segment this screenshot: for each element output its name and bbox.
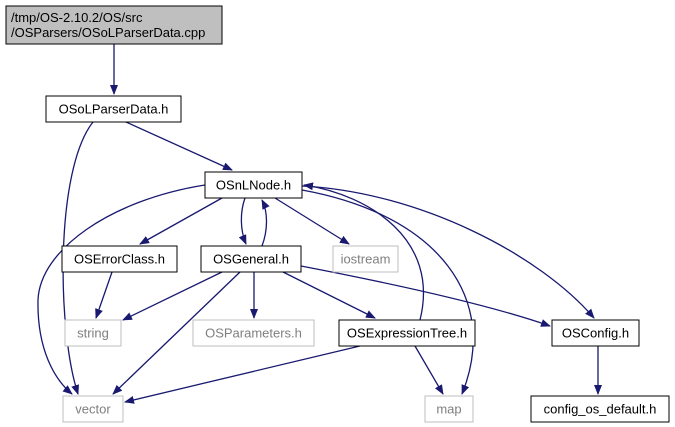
node-osnlnode_h[interactable]: OSnLNode.h xyxy=(204,171,303,199)
node-box xyxy=(200,245,302,273)
node-box xyxy=(192,319,315,347)
node-vector: vector xyxy=(62,395,124,423)
node-label: config_os_default.h xyxy=(544,402,657,417)
node-oserrorclass_h[interactable]: OSErrorClass.h xyxy=(61,245,178,273)
edge-osolparserdata_h-to-osnlnode_h xyxy=(125,121,233,171)
node-box xyxy=(45,95,182,123)
node-label: OSParameters.h xyxy=(205,326,302,341)
node-map: map xyxy=(424,395,474,423)
edges-layer xyxy=(37,44,602,404)
node-box xyxy=(61,245,178,273)
node-osgeneral_h[interactable]: OSGeneral.h xyxy=(200,245,302,273)
node-box xyxy=(551,319,640,347)
edge-osnlnode_h-to-osconfig_h xyxy=(301,185,595,319)
edge-osexpressiontree_h-to-vector xyxy=(124,345,361,404)
edge-osnlnode_h-to-oserrorclass_h xyxy=(139,197,223,245)
node-box xyxy=(204,171,303,199)
node-osparameters_h: OSParameters.h xyxy=(192,319,315,347)
node-label: OSGeneral.h xyxy=(213,252,289,267)
node-label: OSErrorClass.h xyxy=(74,252,165,267)
node-root[interactable]: /tmp/OS-2.10.2/OS/src/OSParsers/OSoLPars… xyxy=(5,5,223,45)
edge-osnlnode_h-to-vector xyxy=(37,184,206,395)
node-label: string xyxy=(77,326,109,341)
node-box xyxy=(5,5,223,45)
node-iostream: iostream xyxy=(332,245,399,273)
edge-osgeneral_h-to-osexpressiontree_h xyxy=(282,271,376,319)
edge-osexpressiontree_h-to-map xyxy=(414,345,444,395)
node-osolparserdata_h[interactable]: OSoLParserData.h xyxy=(45,95,182,123)
node-box xyxy=(530,395,670,423)
node-label: /tmp/OS-2.10.2/OS/src xyxy=(11,10,143,25)
node-label: map xyxy=(436,402,461,417)
edge-osgeneral_h-to-string xyxy=(122,271,223,321)
edge-osgeneral_h-to-vector xyxy=(112,271,241,395)
edge-osgeneral_h-to-osnlnode_h xyxy=(261,199,270,247)
node-box xyxy=(64,319,122,347)
node-label: /OSParsers/OSoLParserData.cpp xyxy=(11,25,205,40)
node-label: iostream xyxy=(341,252,391,267)
node-osexpressiontree_h[interactable]: OSExpressionTree.h xyxy=(338,319,476,347)
edge-osnlnode_h-to-osgeneral_h xyxy=(238,197,247,245)
node-label: OSExpressionTree.h xyxy=(347,326,467,341)
node-box xyxy=(62,395,124,423)
edge-osnlnode_h-to-map xyxy=(301,189,474,395)
node-box xyxy=(424,395,474,423)
node-config_os_default_h[interactable]: config_os_default.h xyxy=(530,395,670,423)
edge-osgeneral_h-to-osconfig_h xyxy=(300,265,551,327)
node-box xyxy=(332,245,399,273)
edge-oserrorclass_h-to-string xyxy=(95,271,113,319)
edge-osnlnode_h-to-iostream xyxy=(274,197,350,245)
node-label: vector xyxy=(75,402,111,417)
node-label: OSoLParserData.h xyxy=(59,102,169,117)
node-string: string xyxy=(64,319,122,347)
node-box xyxy=(338,319,476,347)
edge-osexpressiontree_h-to-osnlnode_h xyxy=(303,182,425,321)
node-label: OSConfig.h xyxy=(562,326,629,341)
nodes-layer: /tmp/OS-2.10.2/OS/src/OSParsers/OSoLPars… xyxy=(5,5,670,423)
node-osconfig_h[interactable]: OSConfig.h xyxy=(551,319,640,347)
node-label: OSnLNode.h xyxy=(216,178,291,193)
